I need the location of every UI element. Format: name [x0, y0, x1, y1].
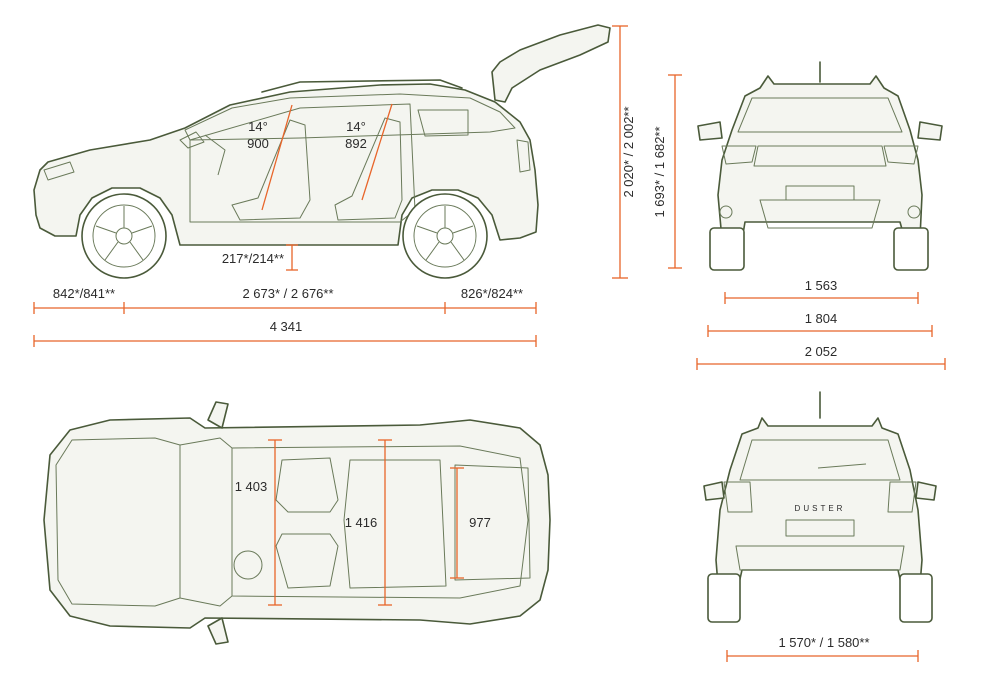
front-grille: [753, 145, 887, 167]
front-seat-angle-label: 14°: [248, 119, 268, 134]
side-view: [33, 24, 611, 279]
rear-left-mirror: [703, 481, 725, 501]
top-boot-floor: [454, 464, 531, 581]
side-dimensions: [33, 25, 682, 347]
steering-wheel: [204, 134, 226, 176]
rear-body-outline: [715, 417, 923, 589]
front-lower-intake: [759, 199, 881, 229]
front-left-mirror: [697, 121, 723, 141]
side-taillight: [516, 139, 531, 173]
rear-left-tyre: [707, 573, 741, 623]
rear-overhang-label: 826*/824**: [461, 286, 523, 301]
boot-width-label: 977: [469, 515, 491, 530]
rear-left-taillight: [723, 481, 753, 513]
side-roof-rail: [261, 79, 463, 93]
front-view: [697, 61, 943, 271]
front-right-mirror: [917, 121, 943, 141]
width-body-label: 1 804: [805, 311, 838, 326]
side-rear-quarter-window: [417, 109, 469, 137]
overall-length-label: 4 341: [270, 319, 303, 334]
overall-height-label: 1 693* / 1 682**: [652, 126, 667, 217]
top-bonnet: [55, 437, 181, 607]
rear-seat-angle-label: 14°: [346, 119, 366, 134]
ground-clearance-label: 217*/214**: [222, 251, 284, 266]
rear-window: [739, 439, 901, 481]
front-left-tyre: [709, 227, 745, 271]
rear-dimensions: [726, 650, 919, 662]
tailgate-badge: DUSTER: [795, 504, 846, 513]
front-left-foglight: [719, 205, 733, 219]
front-right-headlight: [883, 145, 919, 165]
top-front-seat-right: [275, 533, 339, 589]
side-body-outline: [33, 83, 539, 246]
top-body-outline: [43, 417, 551, 629]
height-open-tailgate-label: 2 020* / 2 002**: [621, 106, 636, 197]
front-windscreen: [737, 97, 903, 133]
front-overhang-label: 842*/841**: [53, 286, 115, 301]
top-cabin: [231, 445, 529, 599]
top-dimensions: [268, 439, 464, 606]
side-mirror: [179, 131, 205, 149]
rear-seat-height-label: 892: [345, 136, 367, 151]
rear-track-label: 1 570* / 1 580**: [778, 635, 869, 650]
rear-seat-height-line: [361, 103, 393, 201]
rear-elbow-width-label: 1 416: [345, 515, 378, 530]
front-right-tyre: [893, 227, 929, 271]
top-front-seat-left: [275, 457, 339, 513]
rear-bumper: [735, 545, 905, 571]
dimension-labels: 14° 900 14° 892 217*/214** 842*/841** 2 …: [53, 106, 870, 650]
width-mirrors-label: 2 052: [805, 344, 838, 359]
rear-view: DUSTER: [703, 391, 937, 623]
front-seat-outline: [231, 119, 311, 221]
side-headlight: [43, 161, 75, 181]
front-seat-height-line: [261, 104, 293, 211]
front-right-foglight: [907, 205, 921, 219]
top-rear-bench: [343, 459, 447, 589]
front-left-headlight: [721, 145, 757, 165]
top-steering-wheel: [233, 550, 263, 580]
front-body-outline: [717, 75, 923, 241]
front-track-label: 1 563: [805, 278, 838, 293]
front-seat-height-label: 900: [247, 136, 269, 151]
top-right-mirror: [207, 617, 229, 645]
rear-right-taillight: [887, 481, 917, 513]
top-left-mirror: [207, 401, 229, 429]
top-view: [43, 401, 551, 645]
rear-right-tyre: [899, 573, 933, 623]
rear-right-mirror: [915, 481, 937, 501]
side-front-wheel: [81, 193, 167, 279]
front-elbow-width-label: 1 403: [235, 479, 268, 494]
rear-seat-outline: [334, 117, 403, 221]
rear-wiper: [817, 463, 867, 469]
side-window-line: [184, 93, 516, 141]
rear-plate: [785, 519, 855, 537]
front-dimensions: [696, 292, 946, 370]
side-rear-wheel: [402, 193, 488, 279]
wheelbase-label: 2 673* / 2 676**: [242, 286, 333, 301]
open-tailgate: [491, 24, 611, 103]
